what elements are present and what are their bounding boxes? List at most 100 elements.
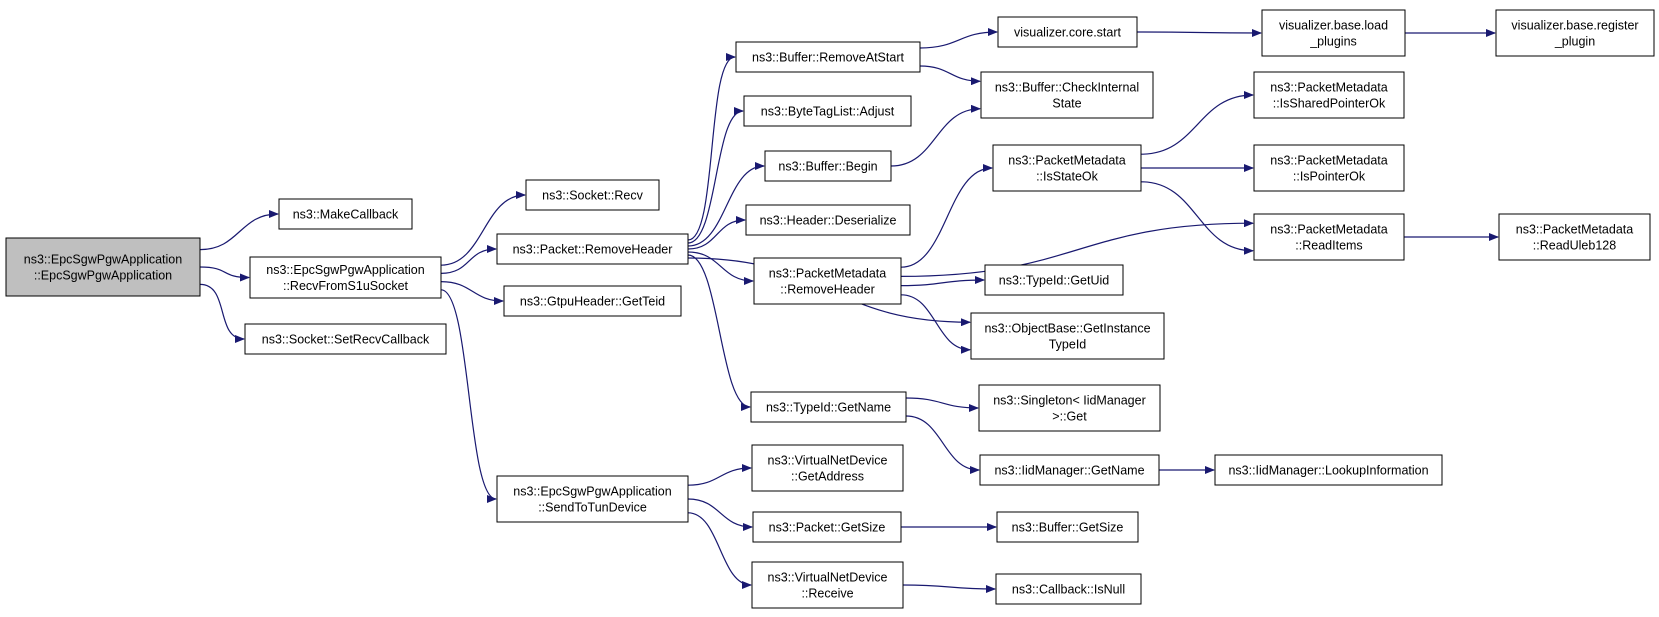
node-pm-is-ptr-ok[interactable]: ns3::PacketMetadata::IsPointerOk [1253,144,1405,192]
node-box [750,391,907,423]
node-iid-lookup[interactable]: ns3::IidManager::LookupInformation [1214,454,1443,486]
node-label: ns3::Buffer::GetSize [1012,521,1124,535]
node-label: ns3::PacketMetadata [1516,223,1633,237]
node-vnd-receive[interactable]: ns3::VirtualNetDevice::Receive [751,561,904,609]
node-box [496,475,689,523]
node-box [1253,213,1405,261]
node-label: ::RecvFromS1uSocket [283,279,409,293]
node-label: ns3::PacketMetadata [1008,154,1125,168]
node-buffer-get-size[interactable]: ns3::Buffer::GetSize [996,511,1139,543]
node-pm-read-items[interactable]: ns3::PacketMetadata::ReadItems [1253,213,1405,261]
node-box [751,561,904,609]
node-recv-from-s1u[interactable]: ns3::EpcSgwPgwApplication::RecvFromS1uSo… [249,256,442,299]
node-box [980,71,1154,119]
node-label: ns3::PacketMetadata [769,267,886,281]
node-label: ns3::MakeCallback [293,208,399,222]
node-label: ::Receive [801,587,853,601]
node-label: ::EpcSgwPgwApplication [34,269,172,283]
node-label: ::SendToTunDevice [538,501,647,515]
node-label: ns3::ByteTagList::Adjust [761,105,895,119]
edge-root-to-make-callback [199,210,279,251]
node-singleton-get[interactable]: ns3::Singleton< IidManager>::Get [978,384,1161,432]
node-gtpu-get-teid[interactable]: ns3::GtpuHeader::GetTeid [503,285,682,317]
node-label: ::RemoveHeader [780,283,875,297]
node-label: ns3::VirtualNetDevice [768,571,888,585]
node-label: ns3::IidManager::GetName [994,464,1144,478]
node-viz-base-load[interactable]: visualizer.base.load_plugins [1261,9,1406,57]
edge-pm-remove-header-to-pm-is-state-ok [900,164,993,268]
node-label: ::ReadUleb128 [1533,239,1616,253]
node-label: ns3::Packet::GetSize [769,521,886,535]
edge-packet-remove-header-to-typeid-get-name [687,254,751,411]
edge-send-to-tun-to-vnd-get-address [687,464,752,486]
edge-typeid-get-name-to-singleton-get [905,397,979,412]
node-box [984,264,1124,296]
node-label: ns3::Buffer::CheckInternal [995,81,1139,95]
node-box [1214,454,1443,486]
node-header-deserialize[interactable]: ns3::Header::Deserialize [745,204,911,236]
node-box [751,444,904,492]
node-box [278,198,413,230]
node-socket-recv[interactable]: ns3::Socket::Recv [525,179,660,211]
node-label: ::IsStateOk [1036,170,1099,184]
node-box [1261,9,1406,57]
edge-packet-remove-header-to-pm-remove-header [687,251,754,285]
node-label: ns3::EpcSgwPgwApplication [266,263,424,277]
node-viz-base-register[interactable]: visualizer.base.register_plugin [1495,9,1655,57]
node-box [1495,9,1655,57]
edge-packet-remove-header-to-buffer-remove-at-start [687,53,736,241]
node-send-to-tun[interactable]: ns3::EpcSgwPgwApplication::SendToTunDevi… [496,475,689,523]
node-label: visualizer.core.start [1014,26,1122,40]
edge-recv-from-s1u-to-gtpu-get-teid [440,281,504,305]
node-pm-is-shared-ptr-ok[interactable]: ns3::PacketMetadata::IsSharedPointerOk [1253,71,1405,119]
node-typeid-get-name[interactable]: ns3::TypeId::GetName [750,391,907,423]
node-label: ns3::Socket::Recv [542,189,643,203]
edge-vnd-receive-to-callback-is-null [902,584,996,593]
node-label: ns3::VirtualNetDevice [768,454,888,468]
node-make-callback[interactable]: ns3::MakeCallback [278,198,413,230]
node-box [997,16,1138,48]
node-viz-core-start[interactable]: visualizer.core.start [997,16,1138,48]
node-box [992,144,1142,192]
node-packet-remove-header[interactable]: ns3::Packet::RemoveHeader [496,233,689,265]
node-label: ns3::Singleton< IidManager [993,394,1146,408]
node-box [996,511,1139,543]
edge-recv-from-s1u-to-send-to-tun [440,289,497,503]
edge-pm-is-state-ok-to-pm-read-items [1140,181,1254,255]
node-pm-is-state-ok[interactable]: ns3::PacketMetadata::IsStateOk [992,144,1142,192]
node-label: ns3::Socket::SetRecvCallback [262,333,430,347]
edge-pm-is-state-ok-to-pm-is-shared-ptr-ok [1140,91,1254,155]
node-box [5,237,201,297]
node-label: ns3::ObjectBase::GetInstance [984,322,1150,336]
node-buffer-remove-at-start[interactable]: ns3::Buffer::RemoveAtStart [735,41,921,73]
node-root[interactable]: ns3::EpcSgwPgwApplication::EpcSgwPgwAppl… [5,237,201,297]
node-box [244,323,447,355]
node-vnd-get-address[interactable]: ns3::VirtualNetDevice::GetAddress [751,444,904,492]
node-pm-remove-header[interactable]: ns3::PacketMetadata::RemoveHeader [753,257,902,305]
node-label: >::Get [1052,410,1087,424]
node-label: ns3::Packet::RemoveHeader [513,243,673,257]
edge-packet-remove-header-to-buffer-begin [687,162,765,247]
node-bytetaglist-adjust[interactable]: ns3::ByteTagList::Adjust [743,95,912,127]
node-box [1253,71,1405,119]
node-box [752,511,902,543]
node-box [979,454,1160,486]
node-iid-get-name[interactable]: ns3::IidManager::GetName [979,454,1160,486]
node-buffer-begin[interactable]: ns3::Buffer::Begin [764,150,892,182]
node-label: ns3::Buffer::RemoveAtStart [752,51,904,65]
edge-send-to-tun-to-packet-get-size [687,498,753,531]
edge-viz-core-start-to-viz-base-load [1136,28,1262,37]
node-typeid-get-uid[interactable]: ns3::TypeId::GetUid [984,264,1124,296]
node-packet-get-size[interactable]: ns3::Packet::GetSize [752,511,902,543]
edge-pm-remove-header-to-typeid-get-uid [900,276,985,287]
node-label: visualizer.base.register [1511,19,1638,33]
edge-typeid-get-name-to-iid-get-name [905,415,980,474]
node-label: ns3::PacketMetadata [1270,81,1387,95]
node-label: ::IsSharedPointerOk [1273,97,1386,111]
node-label: _plugins [1309,35,1357,49]
node-pm-read-uleb[interactable]: ns3::PacketMetadata::ReadUleb128 [1498,213,1651,261]
node-callback-is-null[interactable]: ns3::Callback::IsNull [995,573,1142,605]
node-set-recv-callback[interactable]: ns3::Socket::SetRecvCallback [244,323,447,355]
